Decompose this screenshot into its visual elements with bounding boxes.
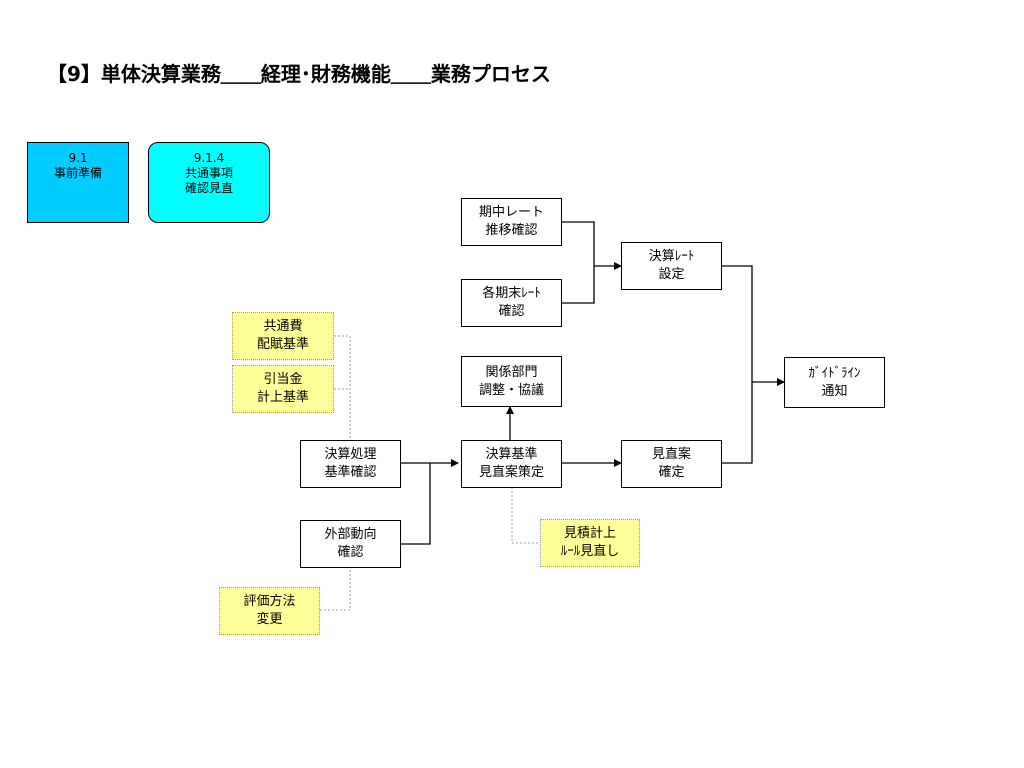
process-gaibu-doukou[interactable]: 外部動向 確認 bbox=[300, 520, 401, 568]
hyouka-line-2: 変更 bbox=[256, 612, 283, 627]
gaibu-doukou-line-1: 外部動向 bbox=[324, 527, 377, 542]
tab-9-1-label: 事前準備 bbox=[53, 166, 102, 180]
tab-9-1-jizen-junbi[interactable]: 9.1 事前準備 bbox=[27, 142, 129, 223]
gaibu-doukou-line-2: 確認 bbox=[337, 545, 364, 560]
process-kankei-bumon[interactable]: 関係部門 調整・協議 bbox=[461, 356, 562, 407]
process-kessan-shori[interactable]: 決算処理 基準確認 bbox=[300, 440, 401, 488]
note-link-hyouka bbox=[320, 568, 351, 611]
process-kichu-rate[interactable]: 期中レート 推移確認 bbox=[461, 198, 562, 246]
kichu-rate-line-1: 期中レート bbox=[478, 205, 544, 220]
process-kakukimatsu-rate[interactable]: 各期末ﾚｰﾄ 確認 bbox=[461, 279, 562, 327]
kichu-rate-line-2: 推移確認 bbox=[485, 223, 538, 238]
kessan-kijun-line-1: 決算基準 bbox=[485, 447, 538, 462]
tab-9-1-4-kyoutsuu-jikou[interactable]: 9.1.4 共通事項 確認見直 bbox=[148, 142, 270, 223]
connector-gaibu-doukou bbox=[401, 463, 431, 545]
kankei-bumon-line-1: 関係部門 bbox=[485, 364, 538, 380]
connector-kessan-rate-to-guideline bbox=[722, 265, 753, 464]
note-mitsumori: 見積計上 ﾙｰﾙ見直し bbox=[540, 519, 640, 567]
note-hikiatekin: 引当金 計上基準 bbox=[232, 365, 334, 413]
minaoshi-an-line-2: 確定 bbox=[658, 465, 685, 480]
kakukimatsu-rate-line-2: 確認 bbox=[498, 304, 525, 319]
hikiatekin-line-1: 引当金 bbox=[263, 372, 303, 387]
process-kessan-rate[interactable]: 決算ﾚｰﾄ 設定 bbox=[621, 242, 722, 290]
hikiatekin-line-2: 計上基準 bbox=[256, 390, 309, 405]
kessan-rate-line-1: 決算ﾚｰﾄ bbox=[648, 249, 695, 264]
kankei-bumon-line-2: 調整・協議 bbox=[478, 382, 544, 398]
kessan-shori-line-2: 基準確認 bbox=[324, 465, 377, 480]
guideline-line-2: 通知 bbox=[821, 383, 848, 399]
mitsumori-line-2: ﾙｰﾙ見直し bbox=[560, 544, 620, 559]
process-minaoshi-an[interactable]: 見直案 確定 bbox=[621, 440, 722, 488]
note-link-kyoutsuuhi bbox=[334, 335, 351, 440]
tab-9-1-4-label-2: 確認見直 bbox=[184, 181, 233, 195]
process-guideline[interactable]: ｶﾞｲﾄﾞﾗｲﾝ 通知 bbox=[784, 357, 885, 408]
tab-9-1-number: 9.1 bbox=[68, 151, 88, 165]
kessan-rate-line-2: 設定 bbox=[658, 267, 685, 282]
hyouka-line-1: 評価方法 bbox=[243, 594, 296, 609]
process-kessan-kijun[interactable]: 決算基準 見直案策定 bbox=[461, 440, 562, 488]
note-kyoutsuuhi: 共通費 配賦基準 bbox=[232, 312, 334, 360]
mitsumori-line-1: 見積計上 bbox=[563, 526, 616, 541]
kyoutsuuhi-line-2: 配賦基準 bbox=[256, 337, 309, 352]
tab-9-1-4-label-1: 共通事項 bbox=[184, 166, 233, 180]
note-hyouka: 評価方法 変更 bbox=[219, 587, 320, 635]
connector-kichu-to-kessan-rate bbox=[562, 221, 595, 304]
guideline-line-1: ｶﾞｲﾄﾞﾗｲﾝ bbox=[808, 365, 861, 381]
kyoutsuuhi-line-1: 共通費 bbox=[263, 319, 303, 334]
kakukimatsu-rate-line-1: 各期末ﾚｰﾄ bbox=[482, 286, 541, 301]
kessan-shori-line-1: 決算処理 bbox=[324, 447, 377, 462]
note-link-mitsumori bbox=[511, 487, 540, 544]
page-title: 【9】単体決算業務＿＿経理･財務機能＿＿業務プロセス bbox=[47, 62, 551, 86]
kessan-kijun-line-2: 見直案策定 bbox=[478, 465, 544, 480]
tab-9-1-4-number: 9.1.4 bbox=[193, 151, 225, 165]
minaoshi-an-line-1: 見直案 bbox=[651, 447, 691, 462]
